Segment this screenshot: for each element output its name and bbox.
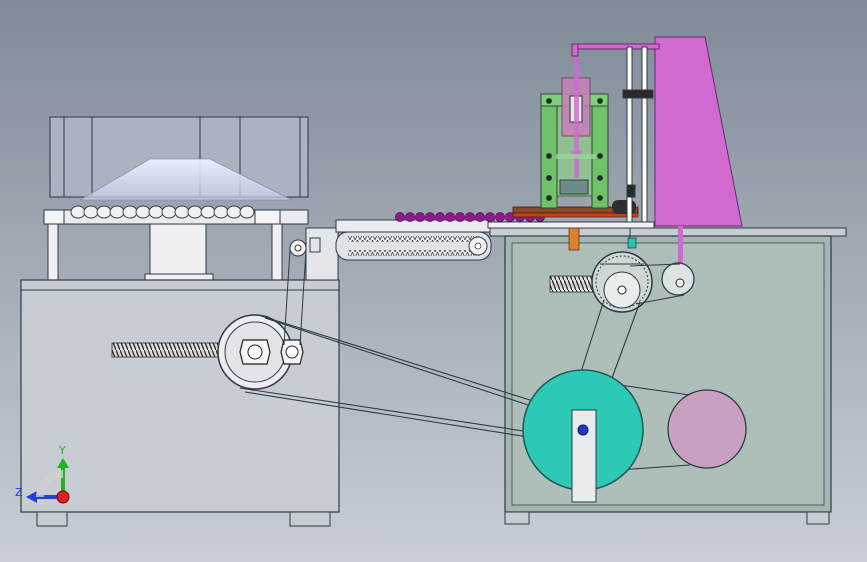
bead bbox=[395, 212, 405, 222]
flywheel-bracket bbox=[571, 409, 597, 503]
magenta-punch-head bbox=[556, 48, 596, 178]
tray-coil bbox=[148, 205, 164, 219]
drive-belts bbox=[239, 299, 691, 471]
tray-coil bbox=[226, 205, 242, 219]
motor bbox=[667, 389, 747, 469]
feed-rail bbox=[512, 200, 639, 218]
tray-coil bbox=[96, 205, 112, 219]
left-base-cabinet bbox=[20, 279, 340, 527]
tray-supports bbox=[47, 223, 283, 281]
conveyor-support-block bbox=[305, 227, 339, 281]
hopper-funnel bbox=[78, 158, 293, 201]
axis-y-label: Y bbox=[58, 444, 66, 457]
bead bbox=[455, 212, 465, 222]
tray-coil bbox=[200, 205, 216, 219]
tray-coil bbox=[161, 205, 177, 219]
guide-rods bbox=[622, 46, 654, 223]
top-table-plate bbox=[487, 221, 655, 229]
tray-coil bbox=[187, 205, 203, 219]
bead bbox=[475, 212, 485, 222]
tray-spring-coils bbox=[70, 205, 255, 219]
tray-coil bbox=[135, 205, 151, 219]
tray-coil bbox=[109, 205, 125, 219]
bead bbox=[495, 212, 505, 222]
axis-z-label: Z bbox=[15, 486, 23, 499]
tray-coil bbox=[213, 205, 229, 219]
bead bbox=[405, 212, 415, 222]
bead bbox=[465, 212, 475, 222]
bead bbox=[445, 212, 455, 222]
tray-coil bbox=[122, 205, 138, 219]
left-drive-pulley bbox=[217, 314, 293, 390]
bead bbox=[415, 212, 425, 222]
cam-rod bbox=[678, 226, 683, 266]
tray-coil bbox=[239, 205, 255, 219]
axis-triad bbox=[26, 458, 70, 504]
bead bbox=[425, 212, 435, 222]
tray-coil bbox=[70, 205, 86, 219]
cam-belt bbox=[629, 263, 685, 305]
left-small-sprocket bbox=[280, 339, 304, 365]
belt-conveyor bbox=[335, 219, 495, 261]
tray-coil bbox=[83, 205, 99, 219]
bead bbox=[485, 212, 495, 222]
vertical-chain-drive bbox=[283, 239, 307, 346]
bead bbox=[435, 212, 445, 222]
magenta-frame bbox=[571, 36, 743, 227]
tray-coil bbox=[174, 205, 190, 219]
cam-wheel bbox=[661, 262, 695, 296]
hopper-frame bbox=[49, 116, 309, 198]
main-gear bbox=[591, 251, 653, 313]
sensor-block bbox=[568, 227, 637, 251]
